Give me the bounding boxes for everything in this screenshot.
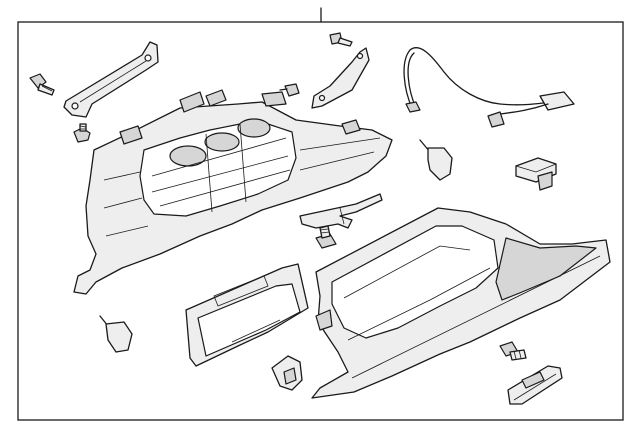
latch-handle	[271, 355, 303, 391]
lamp-wire-harness	[403, 47, 575, 128]
bolt-left	[73, 123, 91, 143]
bolt-top-left	[29, 73, 55, 96]
switch	[515, 157, 557, 191]
upper-hinge-bracket	[63, 41, 159, 118]
glove-box-housing	[73, 89, 393, 295]
striker	[507, 365, 563, 405]
side-bracket	[311, 47, 370, 109]
diagram-frame	[17, 21, 624, 421]
glove-box-door	[311, 207, 611, 399]
screw-center-top	[279, 83, 300, 97]
bolt-top-center	[329, 32, 353, 47]
stopper	[299, 193, 383, 229]
bolt-bottom-right	[499, 341, 527, 361]
screw-center	[315, 225, 337, 249]
door-inner-panel	[185, 263, 309, 367]
clip-bottom-left	[99, 315, 133, 353]
damper	[419, 139, 453, 181]
